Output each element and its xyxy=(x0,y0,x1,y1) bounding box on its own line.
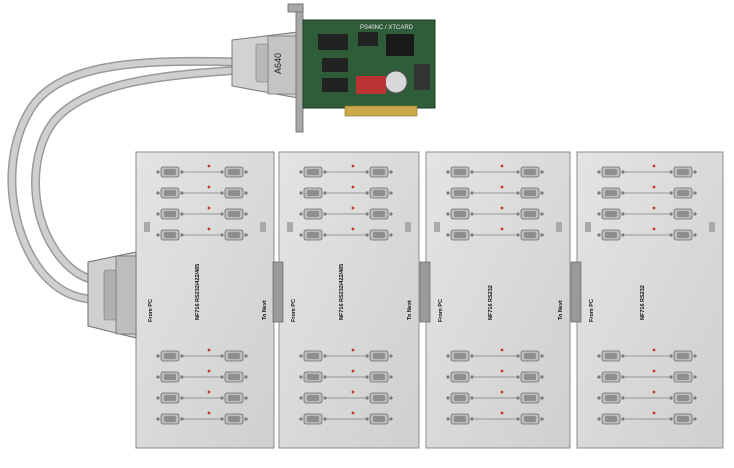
to-next-label: To Next xyxy=(558,300,564,320)
pci-card: PS40NC / XTCARD xyxy=(287,3,436,133)
panel-link-connector xyxy=(419,261,431,323)
from-pc-label: From PC xyxy=(438,299,444,322)
serial-cable xyxy=(7,56,245,305)
panel-model-label: NF716 RS232/422/485 xyxy=(195,264,201,320)
card-label: PS40NC / XTCARD xyxy=(360,25,414,31)
breakout-panel: NF716 RS232 From PC To Next xyxy=(419,151,571,449)
panel-link-connector xyxy=(570,261,582,323)
to-next-label: To Next xyxy=(262,300,268,320)
panel-model-label: NF716 RS232 xyxy=(640,285,646,320)
card-cable-connector: A640 xyxy=(231,31,299,99)
plug-label: A640 xyxy=(273,53,283,74)
from-pc-label: From PC xyxy=(291,299,297,322)
to-next-label: To Next xyxy=(407,300,413,320)
from-pc-label: From PC xyxy=(589,299,595,322)
panel-input-connector xyxy=(87,251,137,339)
panel-model-label: NF716 RS232/422/485 xyxy=(339,264,345,320)
panel-link-connector xyxy=(272,261,284,323)
panel-model-label: NF716 RS232 xyxy=(488,285,494,320)
from-pc-label: From PC xyxy=(148,299,154,322)
breakout-panel: NF716 RS232 From PC xyxy=(570,151,724,449)
